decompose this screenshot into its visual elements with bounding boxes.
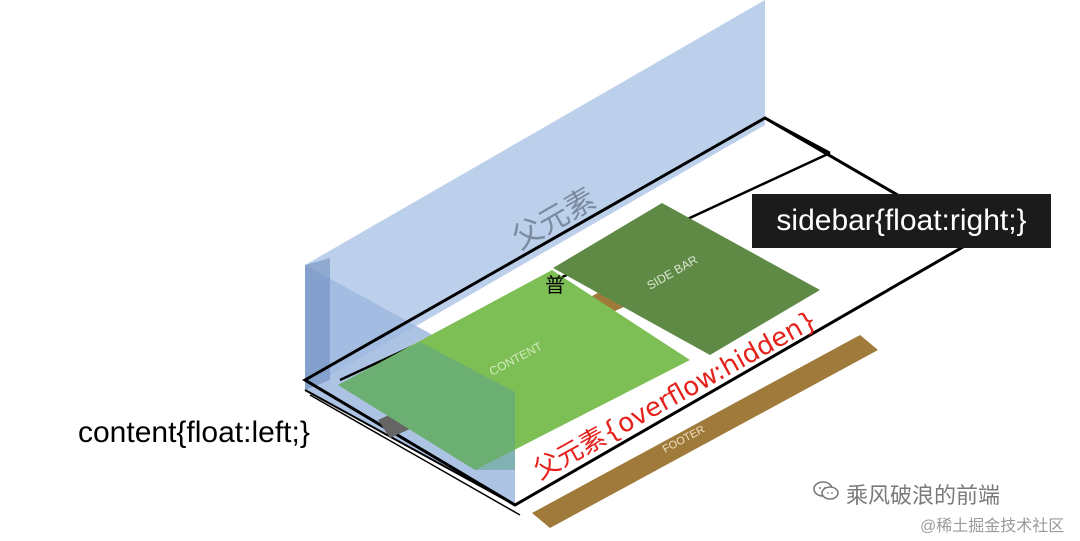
wechat-icon — [812, 480, 840, 508]
sidebar-annotation: sidebar{float:right;} — [752, 194, 1051, 248]
parent-inner-line-3 — [309, 394, 521, 516]
parent-wall-back — [305, 0, 765, 390]
partial-label: 普 — [545, 273, 565, 297]
footer-block — [532, 335, 878, 528]
parent-inner-edge — [304, 389, 516, 506]
watermark-main-text: 乘风破浪的前端 — [846, 483, 1001, 508]
watermark-sub: @稀土掘金技术社区 — [920, 518, 1065, 535]
content-block-overlap — [338, 342, 515, 470]
parent-wall-left-edge — [305, 258, 330, 390]
sidebar-block — [553, 203, 820, 355]
content-annotation: content{float:left;} — [78, 416, 310, 449]
watermark-main: 乘风破浪的前端 — [812, 478, 1000, 510]
parent-inner-line-2 — [764, 116, 831, 155]
